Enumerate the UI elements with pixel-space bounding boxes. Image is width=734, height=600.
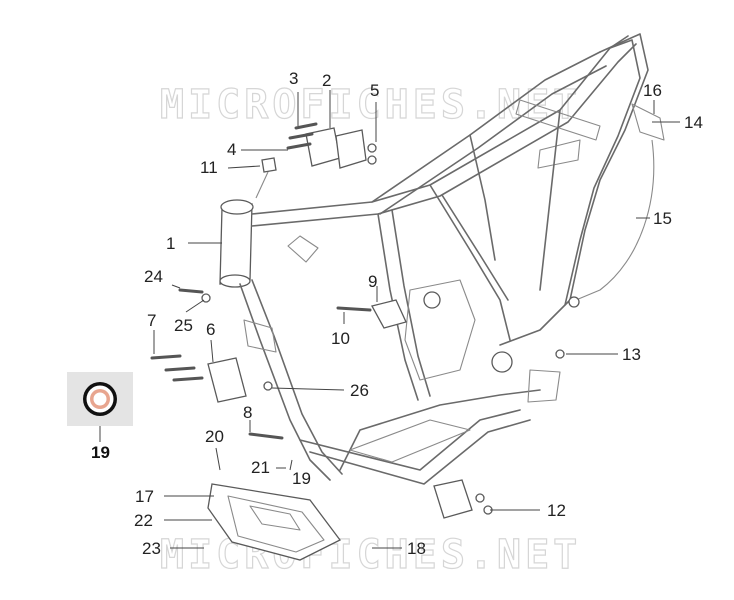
callout-3: 3	[289, 69, 298, 88]
callout-25: 25	[174, 316, 193, 335]
callout-23: 23	[142, 539, 161, 558]
leader-lines	[153, 90, 680, 549]
steering-head	[219, 203, 253, 285]
callout-15: 15	[653, 209, 672, 228]
callout-labels: 1 2 3 4 5 6 7 8 9 10 11 12 13 14 15 16 1…	[91, 69, 703, 558]
lower-plate	[433, 479, 473, 519]
callout-22: 22	[134, 511, 153, 530]
callout-20: 20	[205, 427, 224, 446]
callout-1: 1	[166, 234, 175, 253]
callout-4: 4	[227, 140, 236, 159]
steering-head-top	[220, 199, 254, 215]
callout-14: 14	[684, 113, 703, 132]
callout-8: 8	[243, 403, 252, 422]
callout-5: 5	[370, 81, 379, 100]
callout-21: 21	[251, 458, 270, 477]
washer-inset	[67, 372, 133, 442]
mount-plate	[371, 299, 407, 329]
callout-10: 10	[331, 329, 350, 348]
callout-7: 7	[147, 311, 156, 330]
cap-part	[261, 157, 277, 173]
callout-9: 9	[368, 272, 377, 291]
callout-18: 18	[407, 539, 426, 558]
callout-12: 12	[547, 501, 566, 520]
watermark-top: MICROFICHES.NET	[160, 82, 581, 128]
washer-hole	[93, 392, 107, 406]
callout-19: 19	[292, 469, 311, 488]
callout-16: 16	[643, 81, 662, 100]
callout-24: 24	[144, 267, 163, 286]
callout-6: 6	[206, 320, 215, 339]
callout-26: 26	[350, 381, 369, 400]
callout-13: 13	[622, 345, 641, 364]
engine-plate	[207, 357, 247, 403]
steering-head-bottom	[219, 274, 251, 288]
watermark-bottom: MICROFICHES.NET	[160, 532, 581, 578]
callout-2: 2	[322, 71, 331, 90]
main-frame	[219, 33, 649, 485]
bracket-right	[335, 129, 367, 169]
skid-plate	[207, 483, 341, 561]
callout-11: 11	[200, 158, 218, 177]
callout-19-inset: 19	[91, 443, 110, 462]
callout-17: 17	[135, 487, 154, 506]
